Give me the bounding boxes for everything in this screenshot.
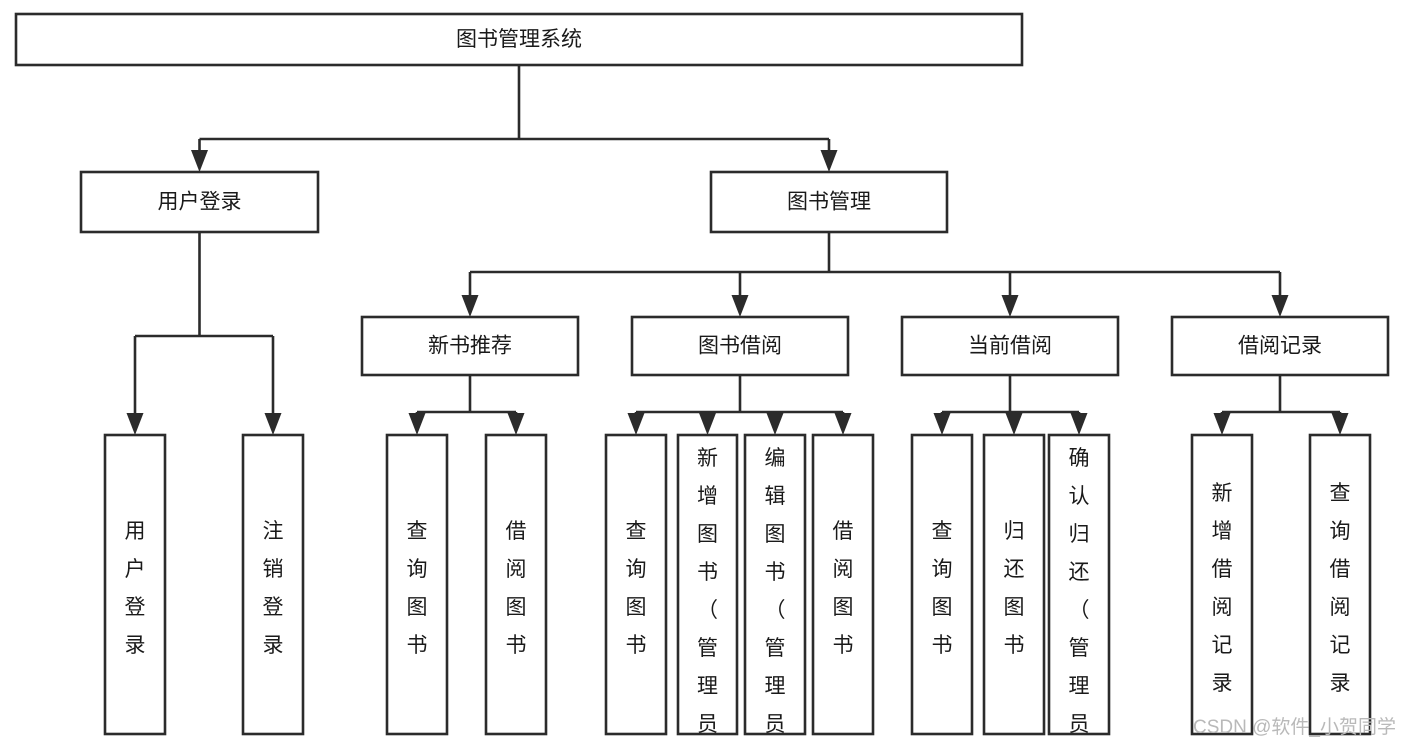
node-box [360, 315, 580, 377]
node-label: 借阅图书 [506, 520, 527, 657]
arrow-head-icon [766, 413, 784, 435]
node-box [743, 433, 807, 736]
node-box [79, 170, 320, 234]
node-box [14, 12, 1024, 67]
node-label: 借阅图书 [833, 520, 854, 657]
arrow-head-icon [1070, 413, 1088, 435]
arrow-head-icon [627, 413, 645, 435]
arrow-head-icon [191, 150, 208, 172]
node-label: 查询图书 [626, 520, 647, 657]
leaf-node-leaf-return-book[interactable]: 归还图书 [982, 433, 1046, 736]
arrow-head-icon [731, 295, 749, 317]
node-box [1047, 433, 1111, 736]
node-box [103, 433, 167, 736]
node-label: 图书管理系统 [456, 28, 582, 51]
leaf-node-leaf-confirm-return[interactable]: 确认归还（管理员） [1047, 433, 1111, 752]
node-box [604, 433, 668, 736]
node-label: 新增图书（管理员） [697, 447, 718, 747]
node-box [709, 170, 949, 234]
branch-node-n-book-borrow[interactable]: 图书借阅 [630, 315, 850, 377]
node-label: 当前借阅 [968, 335, 1052, 358]
arrow-head-icon [461, 295, 479, 317]
node-label: 注销登录 [263, 520, 284, 657]
node-box [1170, 315, 1390, 377]
arrow-head-icon [699, 413, 716, 435]
branch-node-n-borrow-record[interactable]: 借阅记录 [1170, 315, 1390, 377]
branch-node-n-book-manage[interactable]: 图书管理 [709, 170, 949, 234]
branch-node-n-new-book-rec[interactable]: 新书推荐 [360, 315, 580, 377]
branch-node-n-current-borrow[interactable]: 当前借阅 [900, 315, 1120, 377]
leaf-node-leaf-borrow-book-rec[interactable]: 借阅图书 [484, 433, 548, 736]
node-label: 用户登录 [158, 191, 242, 214]
root-node-root[interactable]: 图书管理系统 [14, 12, 1024, 67]
node-box [484, 433, 548, 736]
leaf-node-leaf-logout[interactable]: 注销登录 [241, 433, 305, 736]
arrow-head-icon [1005, 413, 1023, 435]
node-label: 查询图书 [932, 520, 953, 657]
leaf-node-leaf-user-login[interactable]: 用户登录 [103, 433, 167, 736]
node-box [385, 433, 449, 736]
node-label: 图书借阅 [698, 335, 782, 358]
node-box [1308, 433, 1372, 736]
arrow-head-icon [1331, 413, 1349, 435]
node-label: 查询借阅记录 [1330, 482, 1351, 695]
node-box [1190, 433, 1254, 736]
leaf-node-leaf-query-book-br[interactable]: 查询图书 [604, 433, 668, 736]
node-label: 新书推荐 [428, 335, 512, 358]
arrow-head-icon [507, 413, 525, 435]
arrow-head-icon [126, 413, 144, 435]
node-label: 图书管理 [787, 191, 871, 214]
node-label: 归还图书 [1004, 520, 1025, 657]
arrow-head-icon [264, 413, 282, 435]
node-box [982, 433, 1046, 736]
leaf-node-leaf-edit-book[interactable]: 编辑图书（管理员） [743, 433, 807, 752]
leaf-node-leaf-query-record[interactable]: 查询借阅记录 [1308, 433, 1372, 736]
node-box [910, 433, 974, 736]
node-box [811, 433, 875, 736]
node-label: 查询图书 [407, 520, 428, 657]
connector-layer [126, 65, 1349, 435]
node-layer: 图书管理系统用户登录图书管理新书推荐图书借阅当前借阅借阅记录用户登录注销登录查询… [14, 12, 1390, 752]
node-box [676, 433, 739, 736]
node-box [900, 315, 1120, 377]
arrow-head-icon [834, 413, 852, 435]
node-label: 新增借阅记录 [1212, 482, 1233, 695]
arrow-head-icon [1271, 295, 1289, 317]
node-box [241, 433, 305, 736]
leaf-node-leaf-add-book[interactable]: 新增图书（管理员） [676, 433, 739, 752]
arrow-head-icon [408, 413, 426, 435]
csdn-watermark: CSDN @软件_小贺同学 [1193, 716, 1396, 738]
node-label: 确认归还（管理员） [1069, 447, 1090, 747]
node-label: 借阅记录 [1238, 335, 1322, 358]
arrow-head-icon [933, 413, 951, 435]
leaf-node-leaf-borrow-book-br[interactable]: 借阅图书 [811, 433, 875, 736]
leaf-node-leaf-add-record[interactable]: 新增借阅记录 [1190, 433, 1254, 736]
node-label: 用户登录 [125, 520, 146, 657]
arrow-head-icon [1001, 295, 1019, 317]
arrow-head-icon [1213, 413, 1231, 435]
branch-node-n-user-login[interactable]: 用户登录 [79, 170, 320, 234]
leaf-node-leaf-query-book-rec[interactable]: 查询图书 [385, 433, 449, 736]
leaf-node-leaf-query-book-cb[interactable]: 查询图书 [910, 433, 974, 736]
node-box [630, 315, 850, 377]
arrow-head-icon [820, 150, 838, 172]
